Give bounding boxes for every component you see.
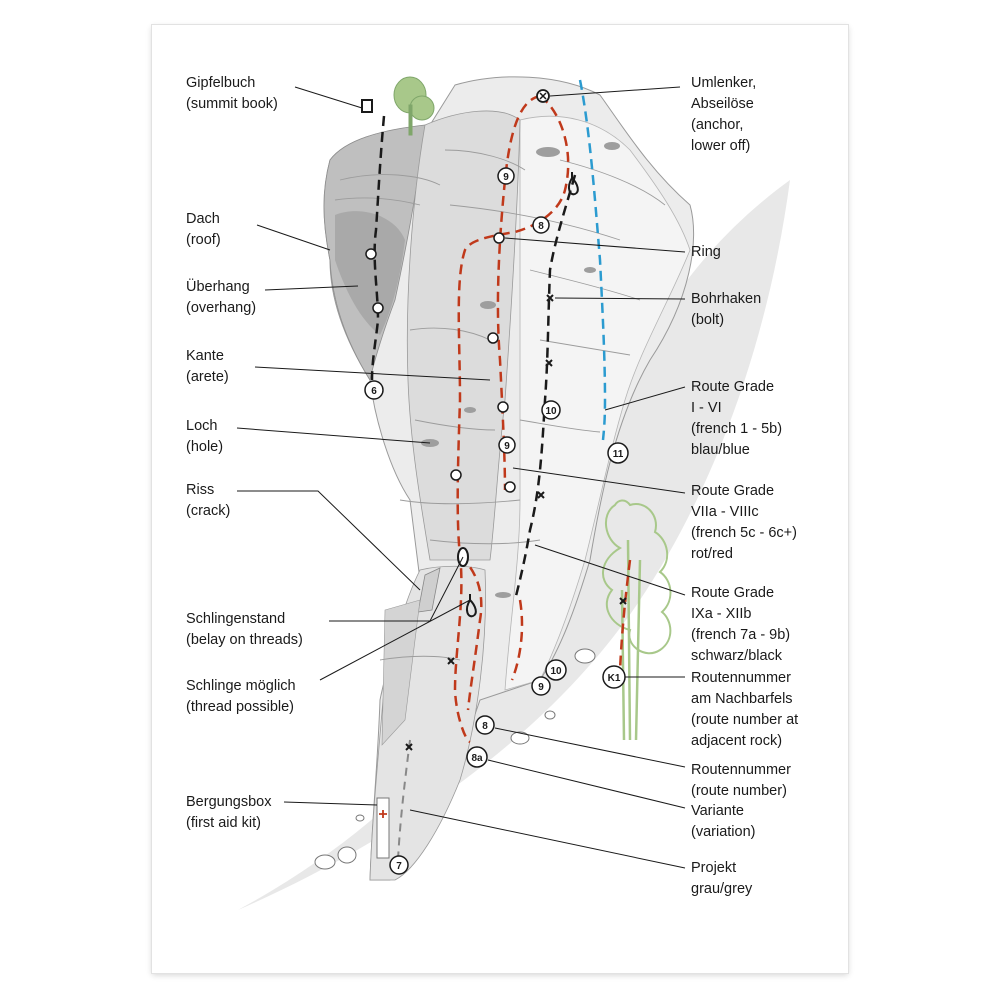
svg-text:9: 9	[504, 441, 510, 452]
route-number-k1: K1	[602, 665, 626, 689]
route-number-markers: 6 7 8 8a 9 9 9 10 10 11 K1 8	[364, 167, 629, 875]
tree-icon	[602, 499, 672, 741]
thread-icons	[457, 172, 579, 618]
route-number-10-bottom: 10	[545, 659, 567, 681]
svg-text:8: 8	[482, 721, 488, 732]
svg-text:8a: 8a	[471, 753, 483, 764]
summit-book-icon	[361, 99, 373, 113]
label-hole: Loch (hole)	[186, 418, 224, 455]
route-number-8-top: 8	[532, 216, 550, 234]
label-first-aid-kit: Bergungsbox (first aid kit)	[186, 794, 272, 831]
boulders	[314, 648, 596, 870]
svg-text:7: 7	[396, 861, 402, 872]
label-overhang: Überhang (overhang)	[186, 279, 257, 316]
anchor-icon	[536, 89, 550, 103]
bolt-icons	[405, 294, 627, 751]
route-number-9-mid: 9	[498, 436, 516, 454]
leader-lines	[236, 86, 686, 869]
label-variation: Variante (variation)	[691, 803, 756, 840]
label-thread-possible: Schlinge möglich (thread possible)	[186, 678, 296, 715]
svg-text:6: 6	[371, 386, 377, 397]
svg-text:K1: K1	[608, 673, 621, 684]
summit-tree-icon	[393, 76, 435, 136]
ring-icons	[365, 232, 516, 493]
svg-text:10: 10	[545, 406, 557, 417]
route-black-10	[513, 174, 577, 601]
label-grade-black: Route Grade IXa - XIIb (french 7a - 9b) …	[691, 585, 791, 664]
svg-text:11: 11	[613, 449, 624, 460]
label-project: Projekt grau/grey	[691, 860, 753, 897]
route-red-k1	[618, 559, 632, 671]
label-grade-blue: Route Grade I - VI (french 1 - 5b) blau/…	[691, 379, 783, 458]
first-aid-box-icon	[376, 797, 390, 859]
route-blue	[578, 79, 607, 441]
label-roof: Dach (roof)	[186, 211, 221, 248]
roof-shade	[335, 211, 405, 335]
pillar-edge	[381, 599, 421, 746]
route-black-6	[370, 115, 386, 381]
route-number-8a: 8a	[466, 746, 488, 768]
rock-bedding-lines	[334, 149, 666, 661]
label-grade-red: Route Grade VIIa - VIIIc (french 5c - 6c…	[691, 483, 797, 562]
label-arete: Kante (arete)	[186, 348, 229, 385]
label-route-number: Routennummer (route number)	[691, 762, 791, 799]
label-belay-on-threads: Schlingenstand (belay on threads)	[186, 611, 303, 648]
label-route-number-adjacent: Routennummer am Nachbarfels (route numbe…	[691, 670, 799, 749]
rock-column-mid	[406, 110, 521, 561]
ground-shadow	[238, 180, 790, 910]
svg-text:10: 10	[550, 666, 562, 677]
label-bolt: Bohrhaken (bolt)	[691, 291, 762, 328]
svg-text:9: 9	[503, 172, 509, 183]
route-number-9-bottom: 9	[531, 676, 551, 696]
label-summit-book: Gipfelbuch (summit book)	[186, 75, 278, 112]
route-number-10-mid: 10	[541, 400, 561, 420]
route-number-11: 11	[607, 442, 629, 464]
label-crack: Riss (crack)	[186, 482, 231, 519]
svg-text:8: 8	[538, 221, 544, 232]
svg-text:9: 9	[538, 682, 544, 693]
label-ring: Ring	[691, 244, 721, 260]
label-anchor: Umlenker, Abseilöse (anchor, lower off)	[691, 75, 757, 154]
route-red-8	[459, 554, 524, 711]
rock-holes	[421, 142, 620, 598]
route-red-9	[453, 94, 570, 744]
route-grey-7	[397, 739, 411, 861]
route-number-8-bottom: 8	[475, 715, 495, 735]
route-number-6: 6	[364, 380, 384, 400]
route-number-7: 7	[389, 855, 409, 875]
route-number-9-top: 9	[497, 167, 515, 185]
